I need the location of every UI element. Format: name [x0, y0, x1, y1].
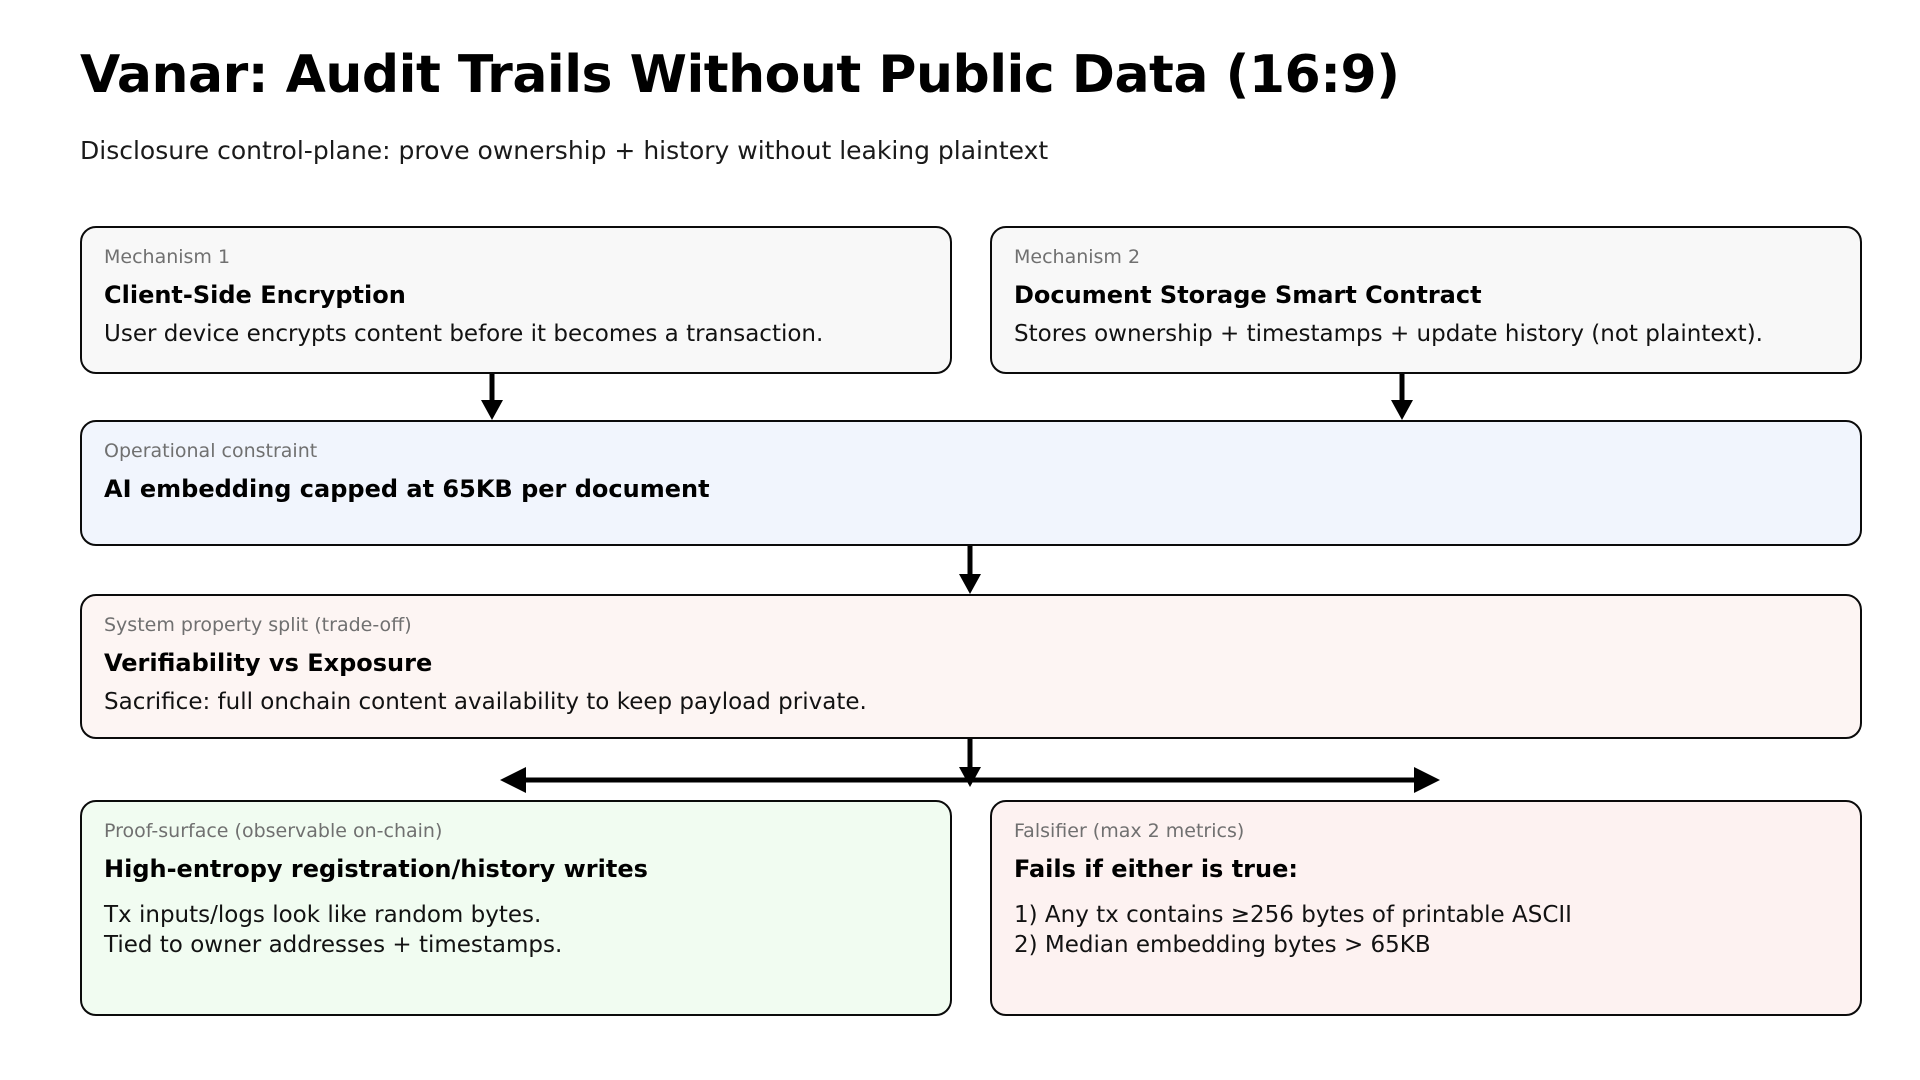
card-kicker: Mechanism 2: [1014, 246, 1141, 268]
card-headline: Client-Side Encryption: [104, 280, 406, 309]
card-system-property-split: System property split (trade-off) Verifi…: [80, 594, 1862, 739]
card-kicker: Mechanism 1: [104, 246, 231, 268]
arrow-down-icon: [959, 739, 981, 787]
card-kicker: Proof-surface (observable on-chain): [104, 820, 443, 842]
card-body-line: Tied to owner addresses + timestamps.: [104, 932, 563, 959]
card-mechanism-2: Mechanism 2 Document Storage Smart Contr…: [990, 226, 1862, 374]
card-proof-surface: Proof-surface (observable on-chain) High…: [80, 800, 952, 1016]
card-kicker: Operational constraint: [104, 440, 318, 462]
card-falsifier: Falsifier (max 2 metrics) Fails if eithe…: [990, 800, 1862, 1016]
card-headline: Verifiability vs Exposure: [104, 648, 433, 677]
arrow-down-icon: [959, 546, 981, 594]
card-operational-constraint: Operational constraint AI embedding capp…: [80, 420, 1862, 546]
card-mechanism-1: Mechanism 1 Client-Side Encryption User …: [80, 226, 952, 374]
page-title: Vanar: Audit Trails Without Public Data …: [80, 45, 1400, 105]
card-headline: Fails if either is true:: [1014, 854, 1298, 883]
card-body-line: 2) Median embedding bytes > 65KB: [1014, 932, 1431, 959]
page-subtitle: Disclosure control-plane: prove ownershi…: [80, 136, 1049, 165]
card-body-line: 1) Any tx contains ≥256 bytes of printab…: [1014, 901, 1572, 928]
card-headline: High-entropy registration/history writes: [104, 854, 648, 883]
card-body: Stores ownership + timestamps + update h…: [1014, 320, 1763, 347]
card-body: User device encrypts content before it b…: [104, 320, 824, 347]
card-headline: AI embedding capped at 65KB per document: [104, 474, 710, 503]
card-body-line: Tx inputs/logs look like random bytes.: [104, 901, 542, 928]
arrow-down-icon: [1391, 374, 1413, 420]
card-headline: Document Storage Smart Contract: [1014, 280, 1482, 309]
arrow-down-icon: [481, 374, 503, 420]
double-headed-arrow-icon: [500, 767, 1440, 793]
card-body: Sacrifice: full onchain content availabi…: [104, 688, 867, 715]
card-kicker: Falsifier (max 2 metrics): [1014, 820, 1245, 842]
card-kicker: System property split (trade-off): [104, 614, 412, 636]
